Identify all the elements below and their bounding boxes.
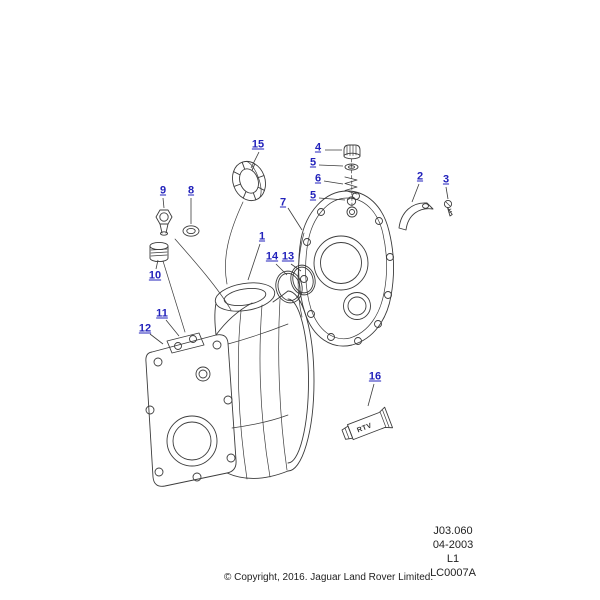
- leader-line-2: [411, 183, 420, 203]
- bearing-15: [232, 160, 266, 202]
- callout-5[interactable]: 5: [309, 189, 317, 202]
- callout-14[interactable]: 14: [265, 250, 279, 263]
- leader-line-6: [323, 180, 344, 185]
- drawing-date: 04-2003: [432, 539, 474, 551]
- sheet-code: L1: [446, 553, 460, 565]
- install-reference-curves: [162, 201, 305, 333]
- detent-spring-6: [344, 176, 358, 195]
- hex-plug-9: [155, 209, 173, 236]
- leader-lines-layer: [149, 149, 449, 407]
- o-ring-13: [290, 264, 316, 296]
- main-housing: [145, 282, 315, 487]
- callout-4[interactable]: 4: [314, 141, 322, 154]
- leader-line-16: [367, 383, 375, 407]
- callout-3[interactable]: 3: [442, 173, 450, 186]
- leader-line-7: [287, 207, 303, 231]
- drawing-number: J03.060: [433, 525, 473, 537]
- leader-line-9: [162, 197, 165, 209]
- leader-line-5: [318, 197, 346, 201]
- callout-13[interactable]: 13: [281, 250, 295, 263]
- leader-line-15: [250, 151, 260, 169]
- callout-9[interactable]: 9: [159, 184, 167, 197]
- leader-line-13: [290, 263, 302, 272]
- o-ring-14: [275, 270, 303, 304]
- threaded-plug-10: [149, 241, 169, 263]
- copyright-text: © Copyright, 2016. Jaguar Land Rover Lim…: [224, 572, 434, 583]
- detent-plug-4: [343, 144, 361, 160]
- leader-line-11: [165, 319, 180, 337]
- leader-line-1: [247, 243, 261, 281]
- leader-line-10: [155, 259, 159, 270]
- screw-3: [443, 199, 453, 217]
- callout-7[interactable]: 7: [279, 196, 287, 209]
- assembly-axis-line: [351, 158, 353, 209]
- callout-6[interactable]: 6: [314, 172, 322, 185]
- image-code: LC0007A: [430, 567, 476, 579]
- leader-line-14: [275, 263, 288, 276]
- drawing-reference-block: J03.060 04-2003 L1 LC0007A: [410, 524, 496, 580]
- callout-5[interactable]: 5: [309, 156, 317, 169]
- callout-16[interactable]: 16: [368, 370, 382, 383]
- washer-8: [182, 225, 200, 237]
- callout-12[interactable]: 12: [138, 322, 152, 335]
- leader-line-3: [445, 186, 449, 200]
- callout-15[interactable]: 15: [251, 138, 265, 151]
- callout-8[interactable]: 8: [187, 184, 195, 197]
- leader-line-5: [318, 164, 344, 167]
- callout-1[interactable]: 1: [258, 230, 266, 243]
- sealant-tube-16: RTV: [341, 406, 393, 441]
- bracket-2: [398, 202, 434, 231]
- leader-line-12: [149, 333, 164, 345]
- callout-2[interactable]: 2: [416, 170, 424, 183]
- callout-10[interactable]: 10: [148, 269, 162, 282]
- callout-11[interactable]: 11: [156, 307, 168, 320]
- end-cover-plate: [298, 190, 394, 347]
- detent-ball-5b: [346, 196, 357, 206]
